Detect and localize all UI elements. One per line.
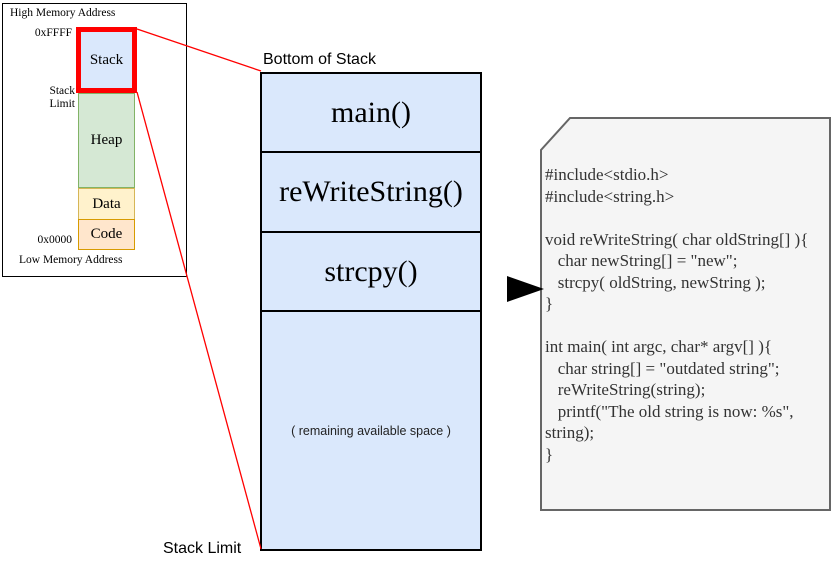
memory-region-heap: Heap	[78, 93, 135, 188]
stack-frame-strcpy: strcpy()	[262, 233, 480, 312]
code-line: char newString[] = "new";	[545, 251, 738, 270]
low-memory-address-label: Low Memory Address	[19, 254, 123, 266]
code-line: printf("The old string is now: %s",	[545, 401, 794, 421]
bottom-of-stack-label: Bottom of Stack	[263, 51, 376, 68]
code-line: }	[545, 294, 554, 313]
code-line	[545, 207, 829, 229]
memory-region-stack: Stack	[76, 27, 137, 93]
code-line	[545, 315, 829, 337]
memory-region-code-label: Code	[90, 226, 123, 242]
code-line: string);	[545, 423, 595, 442]
address-top-label: 0xFFFF	[34, 27, 72, 39]
code-line: void reWriteString( char oldString[] ){	[545, 229, 809, 249]
memory-region-data-label: Data	[92, 195, 121, 212]
high-memory-address-label: High Memory Address	[10, 7, 116, 19]
address-bottom-label: 0x0000	[37, 234, 73, 246]
memory-region-heap-label: Heap	[90, 132, 123, 148]
code-block: #include<stdio.h> #include<string.h> void …	[545, 164, 829, 465]
memory-region-stack-label: Stack	[89, 51, 124, 68]
strcpy-pointer-arrow-icon	[507, 276, 544, 302]
stack-frame-main: main()	[262, 74, 480, 153]
memory-region-code: Code	[78, 219, 135, 250]
stack-zoom-box: main() reWriteString() strcpy() ( remain…	[260, 72, 482, 551]
code-line: int main( int argc, char* argv[] ){	[545, 337, 773, 356]
code-line: reWriteString(string);	[545, 380, 706, 399]
stack-limit-left-label: Stack Limit	[49, 85, 75, 110]
code-line: #include<stdio.h>	[545, 165, 669, 184]
code-line: }	[545, 444, 554, 464]
stack-frame-rewritestring: reWriteString()	[262, 153, 480, 233]
code-line: char string[] = "outdated string";	[545, 358, 780, 378]
stack-limit-bottom-label: Stack Limit	[163, 540, 242, 557]
code-line: #include<string.h>	[545, 186, 675, 206]
code-line-strcpy: strcpy( oldString, newString );	[545, 272, 766, 292]
memory-region-data: Data	[78, 188, 135, 220]
stack-remaining-space: ( remaining available space )	[291, 423, 451, 438]
